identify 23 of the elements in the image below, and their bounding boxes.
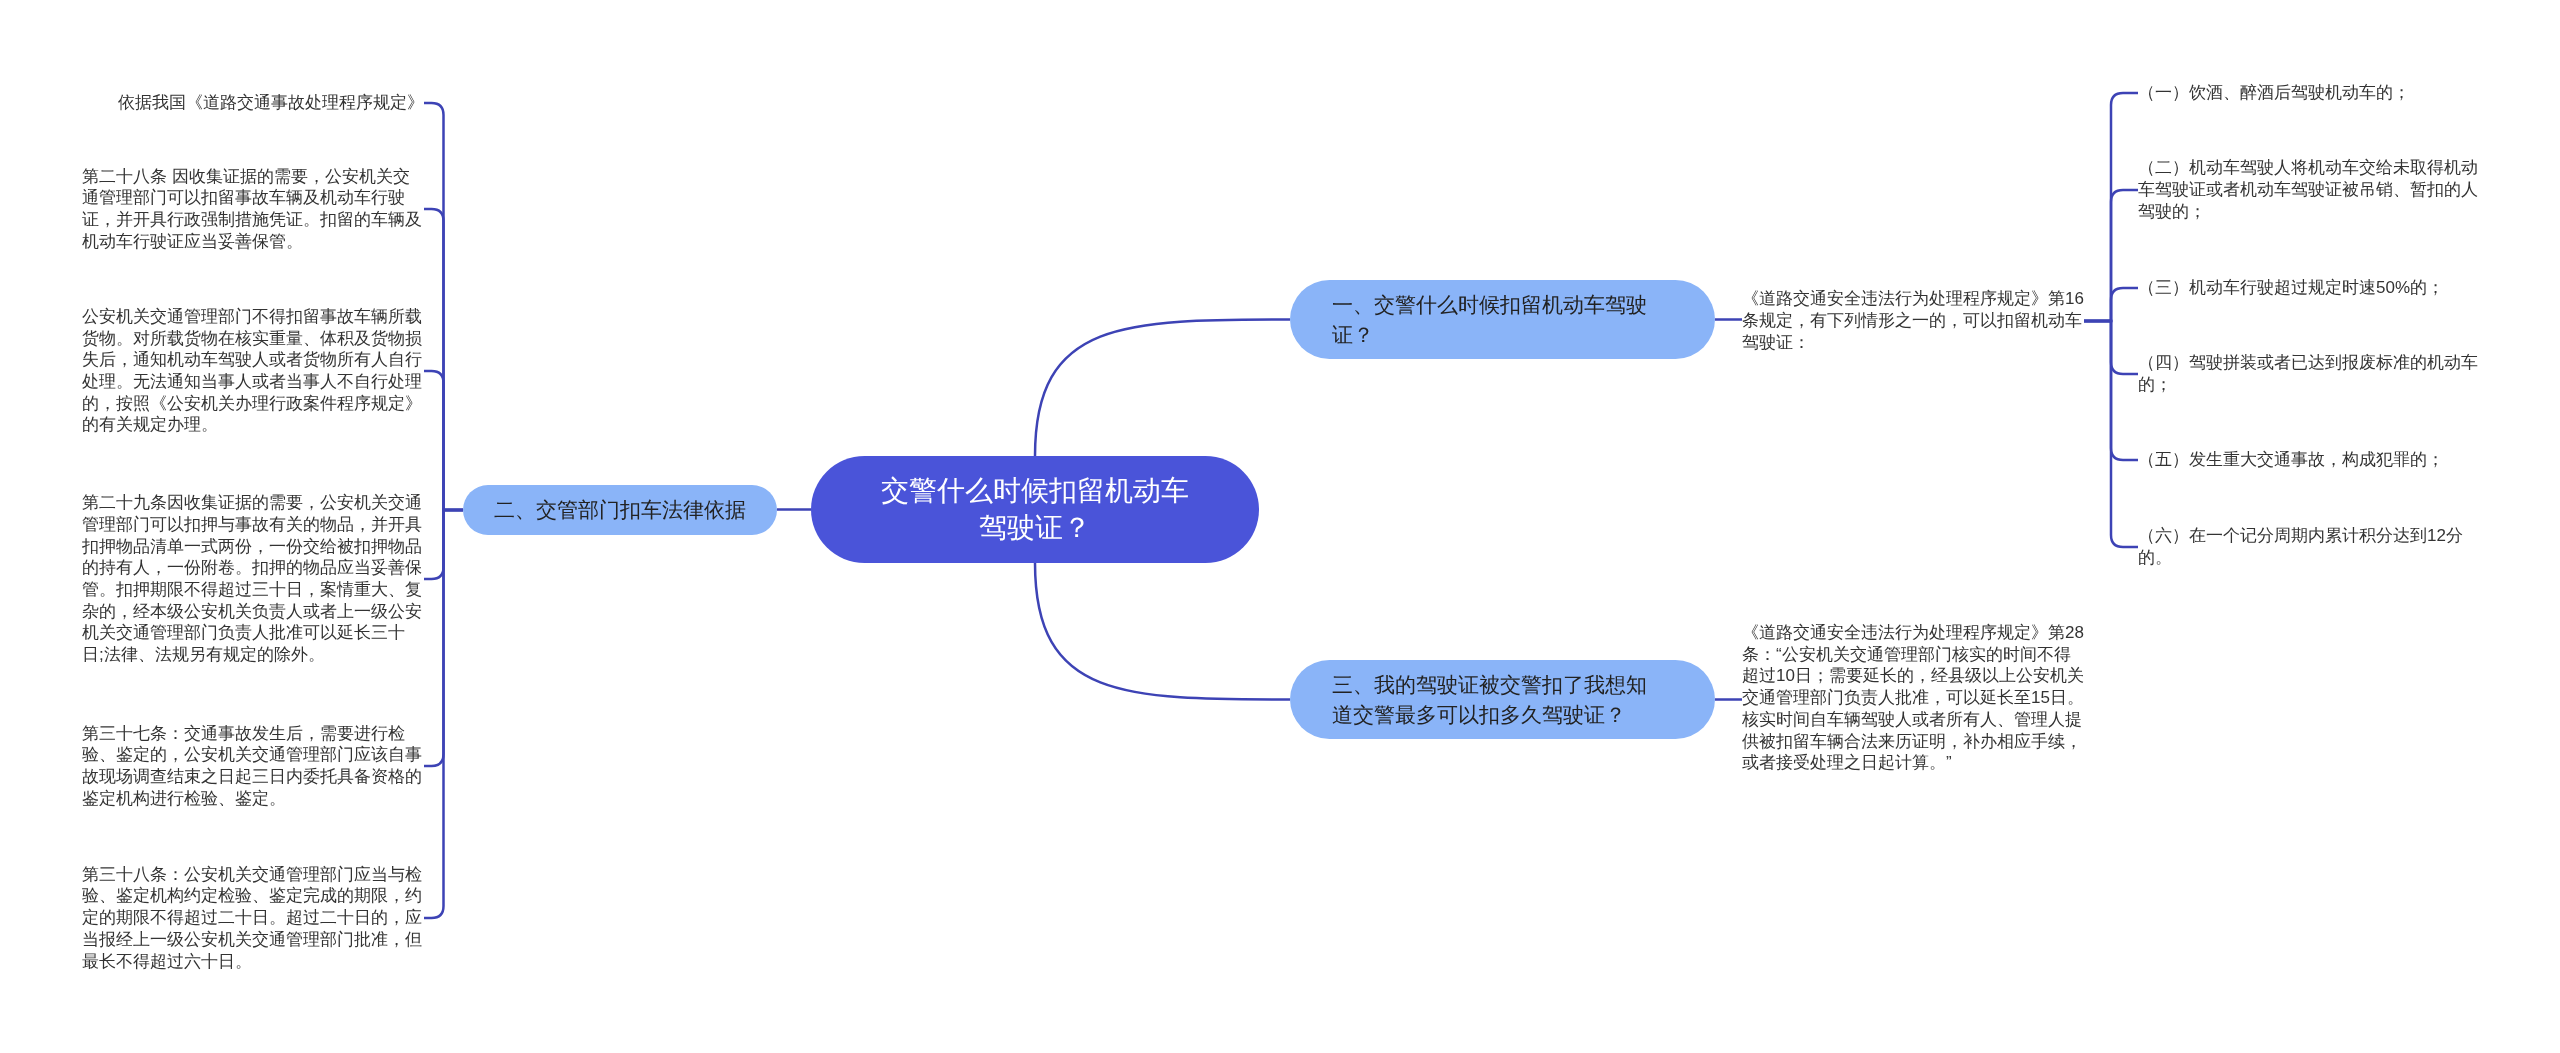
- note-text: 《道路交通安全违法行为处理程序规定》第28条：“公安机关交通管理部门核实的时间不得超过10日；需要延长的，经县级以上公安机关交通管理部门负责人批准，可以延长至15日。核实时间自车辆驾驶人或者所有人、管理人提供被扣留车辆合法来历证明，补办相应手续，或者接受处理之日起计算。”: [1742, 622, 2084, 774]
- topic-box: 一、交警什么时候扣留机动车驾驶证？: [1290, 280, 1715, 359]
- note-text: 《道路交通安全违法行为处理程序规定》第16条规定，有下列情形之一的，可以扣留机动车驾驶证：: [1742, 288, 2084, 354]
- topic-box: 二、交管部门扣车法律依据: [463, 485, 777, 535]
- note-text: 依据我国《道路交通事故处理程序规定》: [118, 92, 424, 114]
- note-text: （二）机动车驾驶人将机动车交给未取得机动车驾驶证或者机动车驾驶证被吊销、暂扣的人驾驶的；: [2138, 157, 2480, 223]
- note-text: 公安机关交通管理部门不得扣留事故车辆所载货物。对所载货物在核实重量、体积及货物损失后，通知机动车驾驶人或者货物所有人自行处理。无法通知当事人或者当事人不自行处理的，按照《公安机关办理行政案件程序规定》的有关规定办理。: [82, 305, 424, 437]
- note-text: 第三十七条：交通事故发生后，需要进行检验、鉴定的，公安机关交通管理部门应该自事故现场调查结束之日起三日内委托具备资格的鉴定机构进行检验、鉴定。: [82, 722, 424, 810]
- note-text: （一）饮酒、醉酒后驾驶机动车的；: [2138, 82, 2410, 104]
- note-text: （四）驾驶拼装或者已达到报废标准的机动车的；: [2138, 352, 2480, 396]
- connector: [1033, 318, 1290, 457]
- note-text: 第三十八条：公安机关交通管理部门应当与检验、鉴定机构约定检验、鉴定完成的期限，约定的期限不得超过二十日。超过二十日的，应当报经上一级公安机关交通管理部门批准，但最长不得超过六十日。: [82, 863, 424, 973]
- connector: [1715, 318, 1742, 321]
- topic-box: 三、我的驾驶证被交警扣了我想知道交警最多可以扣多久驾驶证？: [1290, 660, 1715, 739]
- note-text: （三）机动车行驶超过规定时速50%的；: [2138, 277, 2445, 299]
- connector: [1033, 562, 1290, 701]
- note-text: 第二十八条 因收集证据的需要，公安机关交通管理部门可以扣留事故车辆及机动车行驶证，并开具行政强制措施凭证。扣留的车辆及机动车行驶证应当妥善保管。: [82, 165, 424, 253]
- note-text: （五）发生重大交通事故，构成犯罪的；: [2138, 449, 2444, 471]
- connector: [1715, 698, 1742, 701]
- connector: [777, 508, 811, 511]
- note-text: 第二十九条因收集证据的需要，公安机关交通管理部门可以扣押与事故有关的物品，并开具扣押物品清单一式两份，一份交给被扣押物品的持有人，一份附卷。扣押的物品应当妥善保管。扣押期限不得超过三十日，案情重大、复杂的，经本级公安机关负责人或者上一级公安机关交通管理部门负责人批准可以延长三十日;法律、法规另有规定的除外。: [82, 492, 424, 666]
- note-text: （六）在一个记分周期内累计积分达到12分的。: [2138, 525, 2480, 569]
- central-topic-box: 交警什么时候扣留机动车驾驶证？: [811, 456, 1259, 563]
